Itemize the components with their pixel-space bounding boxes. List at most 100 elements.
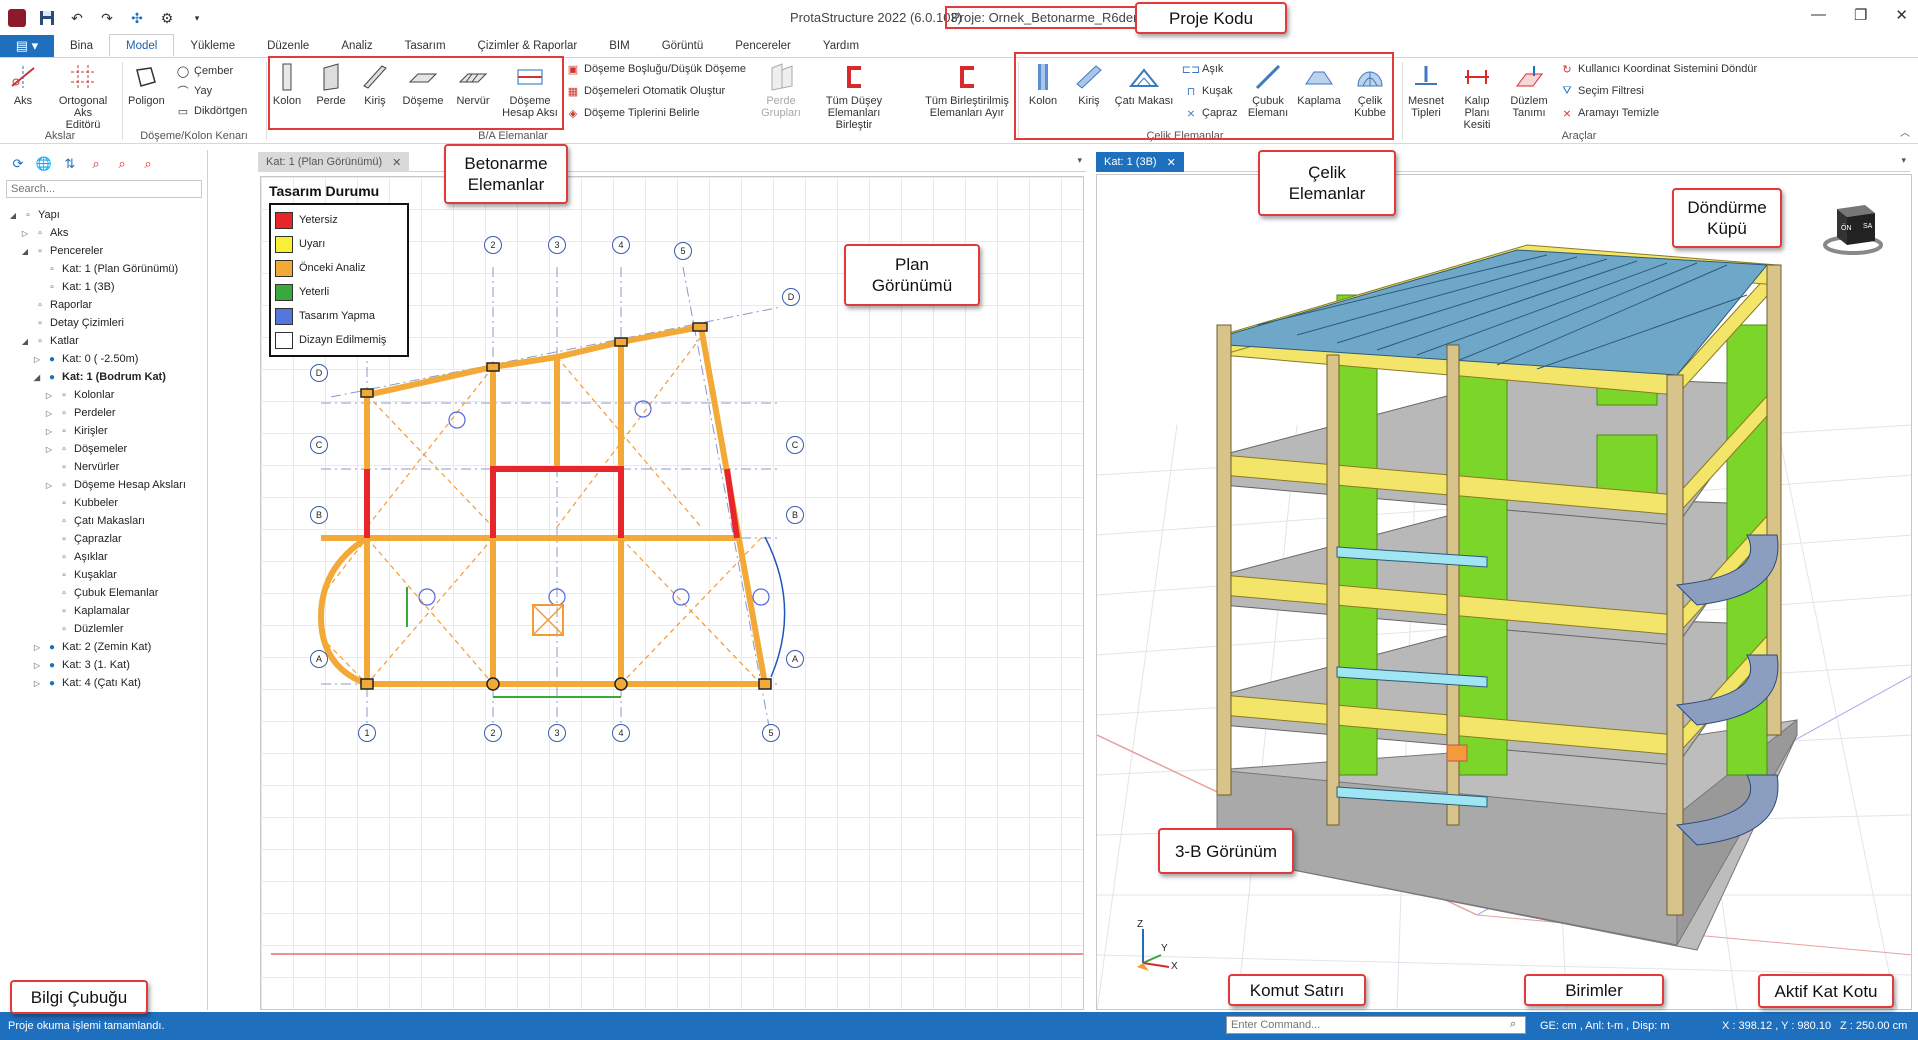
close-tab-icon[interactable]: ✕ (1166, 156, 1176, 169)
ayir-button[interactable]: Tüm Birleştirilmiş Elemanları Ayır (920, 62, 1014, 119)
tree-item[interactable]: ▷▫Perdeler (0, 404, 207, 422)
units-display[interactable]: GE: cm , Anl: t-m , Disp: m (1540, 1020, 1670, 1032)
tab-bina[interactable]: Bina (70, 40, 94, 52)
expand-arrow-icon[interactable]: ▷ (45, 480, 53, 490)
tab-3d-view[interactable]: Kat: 1 (3B) ✕ (1096, 152, 1184, 172)
secim-filtresi-button[interactable]: ⛛ Seçim Filtresi (1560, 84, 1644, 98)
doseme-tipleri-button[interactable]: ◈ Döşeme Tiplerini Belirle (566, 106, 700, 120)
command-input[interactable] (1226, 1016, 1526, 1034)
restore-icon[interactable]: ❐ (1853, 7, 1868, 24)
expand-arrow-icon[interactable]: ▷ (33, 660, 41, 670)
dikdortgen-button[interactable]: ▭ Dikdörtgen (177, 105, 248, 118)
tree-item[interactable]: ▫Aşıklar (0, 548, 207, 566)
save-icon[interactable] (38, 9, 56, 27)
tab-analiz[interactable]: Analiz (341, 40, 373, 52)
3d-view-canvas[interactable]: ÖN SA Z Y X (1096, 174, 1912, 1010)
tree-item[interactable]: ▫Çatı Makasları (0, 512, 207, 530)
ba-hesap-aksi-button[interactable]: Döşeme Hesap Aksı (502, 62, 558, 119)
tab-tasarim[interactable]: Tasarım (404, 40, 446, 52)
network-icon[interactable]: ✣ (131, 9, 143, 26)
celik-kubbe-button[interactable]: Çelik Kubbe (1350, 62, 1390, 119)
expand-arrow-icon[interactable]: ▷ (33, 642, 41, 652)
expand-arrow-icon[interactable]: ▷ (45, 390, 53, 400)
tab-duzenle[interactable]: Düzenle (267, 40, 310, 52)
kalip-plani-button[interactable]: Kalıp Planı Kesiti (1452, 62, 1502, 131)
poligon-button[interactable]: Poligon (128, 62, 165, 107)
zoom-clear-icon[interactable]: ⌕ (144, 156, 152, 171)
expand-arrow-icon[interactable]: ▷ (45, 408, 53, 418)
ba-kolon-button[interactable]: Kolon (271, 62, 303, 107)
tree-item[interactable]: ▫Kubbeler (0, 494, 207, 512)
tree-item[interactable]: ▫Kaplamalar (0, 602, 207, 620)
aks-button[interactable]: Aks (8, 62, 38, 107)
expand-arrow-icon[interactable]: ▷ (33, 678, 41, 688)
close-icon[interactable]: ✕ (1895, 7, 1908, 24)
tab-pencereler[interactable]: Pencereler (735, 40, 791, 52)
tree-item[interactable]: ◢▫Yapı (0, 206, 207, 224)
plan-view-canvas[interactable]: 1234512345DCBADCBA Tasarım Durumu Yeters… (260, 176, 1084, 1010)
tab-dropdown-icon[interactable]: ▾ (1901, 155, 1906, 165)
tree-item[interactable]: ▷●Kat: 3 (1. Kat) (0, 656, 207, 674)
explorer-search-input[interactable] (6, 180, 202, 198)
tree-item[interactable]: ◢▫Katlar (0, 332, 207, 350)
sort-az-icon[interactable]: ⇅ (64, 156, 76, 171)
undo-icon[interactable]: ↶ (71, 9, 83, 26)
globe-icon[interactable]: 🌐 (35, 156, 53, 171)
yay-button[interactable]: ⌒ Yay (177, 85, 213, 98)
tree-item[interactable]: ▷●Kat: 2 (Zemin Kat) (0, 638, 207, 656)
tree-item[interactable]: ▷▫Döşeme Hesap Aksları (0, 476, 207, 494)
cati-makasi-button[interactable]: Çatı Makası (1114, 62, 1174, 107)
tree-item[interactable]: ▷▫Kirişler (0, 422, 207, 440)
collapse-ribbon-icon[interactable]: ︿ (1900, 128, 1910, 139)
capraz-button[interactable]: ⨯ Çapraz (1184, 106, 1237, 120)
tree-item[interactable]: ◢●Kat: 1 (Bodrum Kat) (0, 368, 207, 386)
tab-plan-view[interactable]: Kat: 1 (Plan Görünümü) ✕ (258, 152, 410, 172)
celik-kiris-button[interactable]: Kiriş (1074, 62, 1104, 107)
ba-kiris-button[interactable]: Kiriş (360, 62, 390, 107)
close-tab-icon[interactable]: ✕ (392, 156, 402, 169)
expand-arrow-icon[interactable]: ◢ (9, 210, 17, 220)
tree-item[interactable]: ▷●Kat: 0 ( -2.50m) (0, 350, 207, 368)
tree-item[interactable]: ▫Çaprazlar (0, 530, 207, 548)
koordinat-dondur-button[interactable]: ↻ Kullanıcı Koordinat Sistemini Döndür (1560, 62, 1757, 76)
zoom-previous-icon[interactable]: ⌕ (118, 156, 126, 171)
birlestir-button[interactable]: Tüm Düşey Elemanları Birleştir (808, 62, 900, 131)
tab-dropdown-icon[interactable]: ▾ (1077, 155, 1082, 165)
minimize-icon[interactable]: — (1810, 6, 1826, 23)
redo-icon[interactable]: ↷ (101, 9, 113, 26)
tree-item[interactable]: ▫Kuşaklar (0, 566, 207, 584)
refresh-icon[interactable]: ⟳ (12, 156, 24, 171)
otomatik-doseme-button[interactable]: ▦ Döşemeleri Otomatik Oluştur (567, 85, 726, 98)
tree-item[interactable]: ▷▫Kolonlar (0, 386, 207, 404)
expand-arrow-icon[interactable]: ▷ (21, 228, 29, 238)
tree-item[interactable]: ▷▫Döşemeler (0, 440, 207, 458)
tab-yukleme[interactable]: Yükleme (190, 40, 236, 52)
tree-item[interactable]: ◢▫Pencereler (0, 242, 207, 260)
settings-gear-icon[interactable]: ⚙ (160, 9, 174, 26)
asik-button[interactable]: ⊏⊐ Aşık (1181, 63, 1224, 76)
customize-qat-icon[interactable]: ▾ (194, 12, 200, 23)
mesnet-tipleri-button[interactable]: Mesnet Tipleri (1406, 62, 1446, 119)
kusak-button[interactable]: ⊓ Kuşak (1184, 84, 1233, 98)
tree-item[interactable]: ▫Nervürler (0, 458, 207, 476)
tab-goruntu[interactable]: Görüntü (661, 40, 704, 52)
expand-arrow-icon[interactable]: ◢ (33, 372, 41, 382)
cember-button[interactable]: ◯ Çember (176, 65, 234, 78)
celik-kolon-button[interactable]: Kolon (1028, 62, 1058, 107)
tab-bim[interactable]: BIM (609, 40, 630, 52)
tree-item[interactable]: ▫Düzlemler (0, 620, 207, 638)
perde-gruplari-button[interactable]: Perde Grupları (760, 62, 802, 119)
tree-item[interactable]: ▫Çubuk Elemanlar (0, 584, 207, 602)
tree-item[interactable]: ▷●Kat: 4 (Çatı Kat) (0, 674, 207, 692)
expand-arrow-icon[interactable]: ▷ (33, 354, 41, 364)
ba-nervur-button[interactable]: Nervür (454, 62, 492, 107)
tab-model[interactable]: Model (109, 34, 175, 57)
expand-arrow-icon[interactable]: ▷ (45, 426, 53, 436)
command-search-icon[interactable]: ⌕ (1510, 1018, 1517, 1030)
ba-doseme-button[interactable]: Döşeme (402, 62, 444, 107)
tree-item[interactable]: ▷▫Aks (0, 224, 207, 242)
aramayi-temizle-button[interactable]: ⨯ Aramayı Temizle (1560, 106, 1659, 120)
kaplama-button[interactable]: Kaplama (1296, 62, 1342, 107)
tree-item[interactable]: ▫Kat: 1 (3B) (0, 278, 207, 296)
ortogonal-aks-button[interactable]: Ortogonal Aks Editörü (56, 62, 110, 131)
